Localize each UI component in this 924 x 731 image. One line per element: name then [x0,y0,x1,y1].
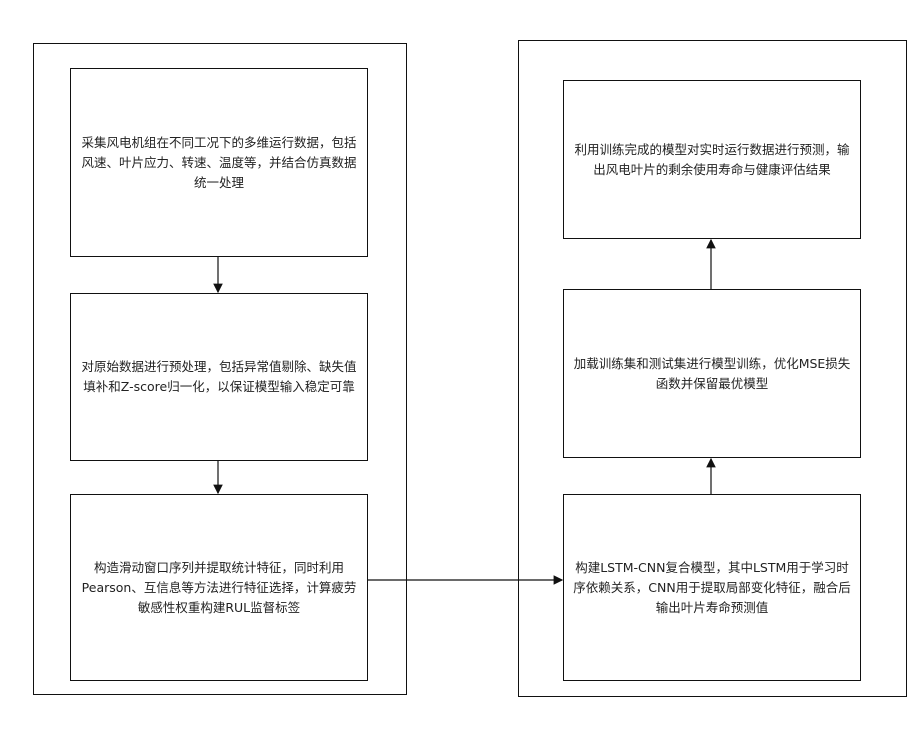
connector-arrows [0,0,924,731]
